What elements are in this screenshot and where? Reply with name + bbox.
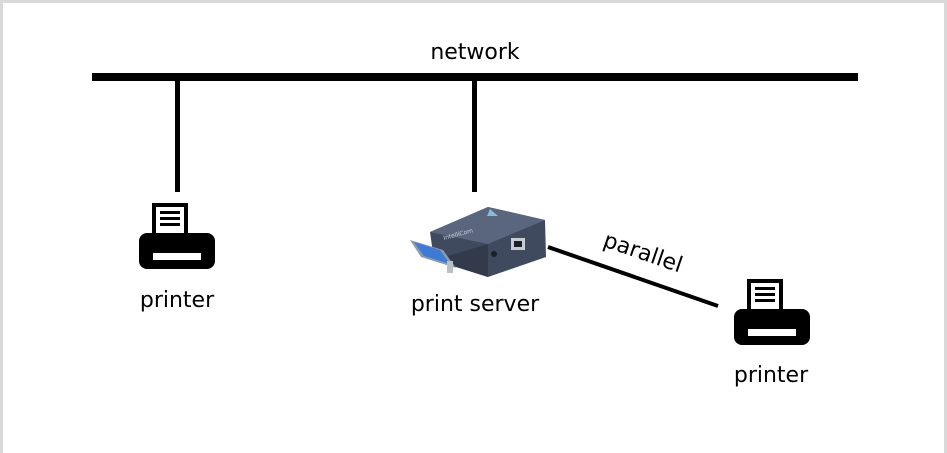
print-server-device-icon: IntelliCom <box>410 207 546 277</box>
left-printer-drop-line <box>175 81 180 192</box>
printer-icon <box>139 203 215 269</box>
right-printer-label: printer <box>734 363 809 388</box>
network-bus <box>92 73 858 81</box>
parallel-cable <box>547 245 719 308</box>
left-printer-label: printer <box>140 288 215 313</box>
print-server-label: print server <box>411 292 540 317</box>
network-label: network <box>430 40 520 65</box>
print-server-drop-line <box>472 81 477 192</box>
printer-icon <box>734 279 810 345</box>
